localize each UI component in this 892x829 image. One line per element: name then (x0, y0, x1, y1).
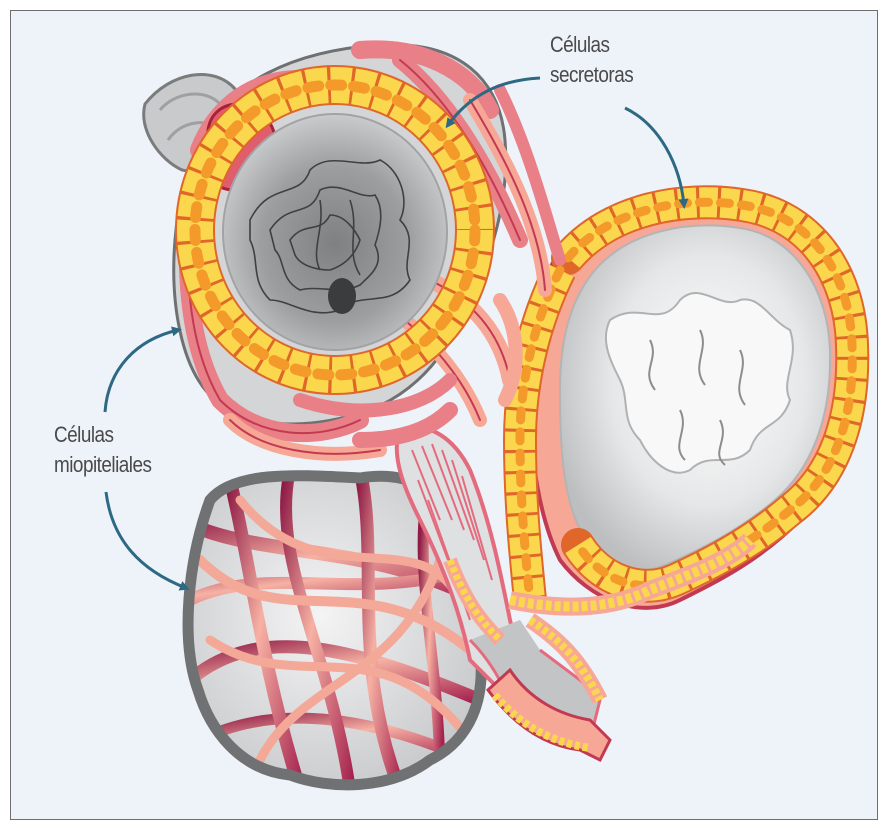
arrow-myoepithelial-lower (106, 492, 186, 588)
label-myoepithelial-line1: Células (54, 420, 151, 450)
label-secretory-line1: Células (550, 30, 633, 60)
upper-left-coil (174, 45, 560, 454)
arrow-myoepithelial-upper (105, 330, 178, 412)
label-secretory-cells: Células secretoras (550, 30, 633, 90)
label-myoepithelial-line2: miopiteliales (54, 450, 151, 480)
label-myoepithelial-cells: Células miopiteliales (54, 420, 151, 480)
label-secretory-line2: secretoras (550, 60, 633, 90)
right-secretory-lobe (510, 188, 866, 608)
